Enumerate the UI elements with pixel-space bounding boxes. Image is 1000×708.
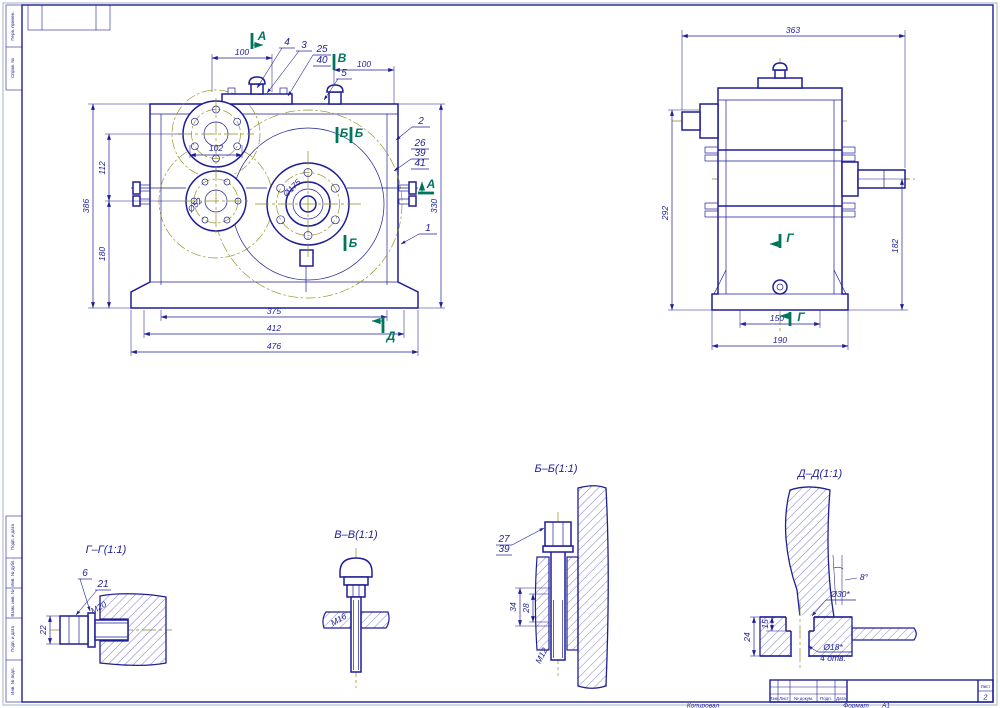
stamp-list-label: Лист — [779, 696, 789, 701]
front-section-d-label: Д — [386, 329, 396, 343]
stamp-dokum-label: № докум. — [794, 696, 813, 701]
front-dim-412: 412 — [267, 323, 281, 333]
front-dim-102: 102 — [209, 143, 223, 153]
front-dim-375: 375 — [267, 306, 281, 316]
margin-label-inv-dubl: Инв. № дубл. — [10, 559, 15, 586]
front-dim-386: 386 — [81, 199, 91, 213]
bb-pos-27: 27 — [497, 534, 510, 545]
gg-dim-22: 22 — [38, 625, 48, 636]
side-section-g-label-2: Г — [797, 310, 805, 324]
front-dim-476: 476 — [267, 341, 281, 351]
dd-holes-note: 4 отв. — [820, 653, 846, 663]
dd-angle-8: 8° — [860, 572, 869, 582]
side-dim-150: 150 — [770, 313, 784, 323]
front-pos-2: 2 — [417, 116, 424, 127]
front-pos-25: 25 — [315, 44, 328, 55]
section-dd-title: Д–Д(1:1) — [796, 468, 843, 480]
front-section-v-label: В — [338, 51, 347, 65]
side-dim-363: 363 — [786, 25, 800, 35]
front-dim-100-left: 100 — [235, 47, 249, 57]
bb-pos-39: 39 — [498, 544, 510, 555]
stamp-sheet-value: 2 — [983, 695, 988, 702]
front-pos-4: 4 — [284, 37, 290, 48]
stamp-podp-label: Подп. — [820, 696, 832, 701]
section-vv-title: В–В(1:1) — [334, 529, 378, 541]
dd-dim-24: 24 — [742, 632, 752, 643]
footer-format-value: А1 — [881, 703, 890, 708]
footer-kopiroval: Копировал — [687, 703, 720, 708]
front-section-b-label-1: Б — [340, 126, 349, 140]
front-pos-3: 3 — [301, 40, 307, 51]
stamp-izm-label: Изм. — [769, 696, 778, 701]
front-section-a-label-top: А — [257, 29, 267, 43]
front-section-b-label-3: Б — [349, 236, 358, 250]
front-pos-39: 39 — [414, 148, 426, 159]
section-dd: Д–Д(1:1) 8° Ø30* 15 24 Ø18* 4 отв. — [742, 468, 917, 668]
dd-dia-30: Ø30* — [829, 589, 850, 599]
front-view: Ø52 Ø175 100 100 102 386 112 180 330 375… — [81, 29, 445, 356]
section-bb-title: Б–Б(1:1) — [534, 463, 577, 475]
front-pos-1: 1 — [425, 223, 431, 234]
dd-dim-15: 15 — [760, 619, 770, 629]
section-vv: В–В(1:1) М16 — [322, 529, 390, 688]
front-dim-330: 330 — [429, 199, 439, 213]
stamp-data-label: Дата — [836, 696, 846, 701]
gg-pos-21: 21 — [96, 579, 108, 590]
margin-label-inv-podl: Инв. № подл. — [10, 667, 15, 694]
footer-format-label: Формат — [843, 703, 869, 708]
bb-dim-28: 28 — [521, 603, 531, 614]
stamp-sheet-label: Лист — [981, 684, 991, 689]
front-pos-41: 41 — [414, 158, 425, 169]
side-dim-190: 190 — [773, 335, 787, 345]
section-gg-title: Г–Г(1:1) — [86, 544, 127, 556]
front-section-b-label-2: Б — [355, 126, 364, 140]
margin-label-podp-data-1: Подп. и дата — [10, 524, 15, 550]
margin-label-podp-data-2: Подп. и дата — [10, 626, 15, 652]
margin-label-vzam-inv: Взам. инв. № — [10, 589, 15, 616]
side-view: 363 292 182 150 190 Г Г — [660, 25, 915, 350]
margin-label-sprav: Справ. № — [10, 58, 15, 78]
front-dim-112: 112 — [97, 161, 107, 175]
side-dim-182: 182 — [890, 239, 900, 253]
side-dim-292: 292 — [660, 206, 670, 221]
side-section-g-label-1: Г — [786, 231, 794, 245]
bb-dim-34: 34 — [508, 602, 518, 612]
front-section-a-label-right: А — [426, 177, 436, 191]
front-pos-26: 26 — [413, 138, 426, 149]
section-gg: Г–Г(1:1) 22 6 21 М20 — [38, 544, 172, 666]
gg-pos-6: 6 — [82, 568, 88, 579]
front-dim-100-right: 100 — [357, 59, 371, 69]
margin-label-perv-primen: Перв. примен. — [10, 11, 15, 40]
title-block: Изм. Лист № докум. Подп. Дата Лист 2 — [769, 679, 994, 703]
section-bb: Б–Б(1:1) 34 28 27 39 М12 — [496, 463, 609, 689]
front-pos-40: 40 — [316, 55, 328, 66]
front-pos-5: 5 — [341, 68, 347, 79]
front-dim-180: 180 — [97, 247, 107, 261]
dd-dia-18: Ø18* — [822, 642, 843, 652]
sheet-footer: Копировал Формат А1 — [687, 703, 891, 708]
